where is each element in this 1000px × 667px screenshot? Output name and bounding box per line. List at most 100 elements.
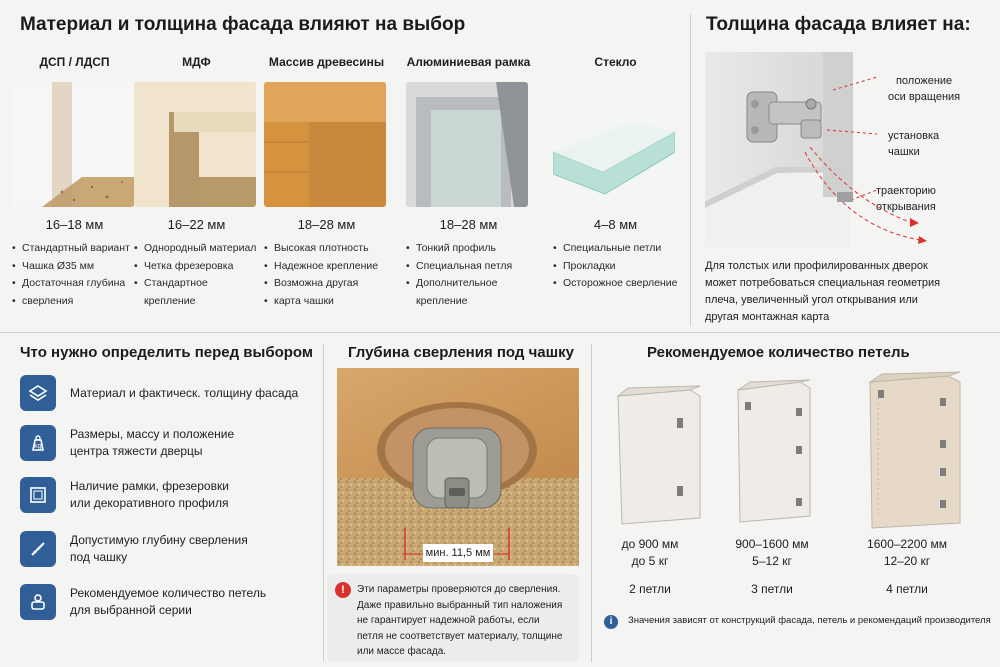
material-bullets: Стандартный вариантЧашка Ø35 ммДостаточн…: [12, 240, 137, 310]
checklist-line: для выбранной серии: [70, 603, 192, 617]
material-thickness: 18–28 мм: [297, 217, 356, 232]
info-note: i Значения зависят от конструкций фасада…: [604, 612, 999, 634]
thickness-note-line: Для толстых или профилированных дверок: [705, 260, 928, 272]
hinge-count: 2 петли: [629, 582, 671, 596]
warning-line: Эти параметры проверяются до сверления.: [357, 584, 561, 595]
material-bullets: Высокая плотностьНадежное креплениеВозмо…: [264, 240, 389, 310]
material-swatch: [134, 82, 256, 207]
material-swatch: [406, 82, 528, 207]
hinges-title: Рекомендуемое количество петель: [647, 344, 910, 361]
warning-box: ! Эти параметры проверяются до сверления…: [327, 574, 579, 662]
warning-line: или массе фасада.: [357, 646, 447, 657]
material-card: МДФ 16–22 мм Однородный материалЧетка фрез…: [134, 55, 259, 310]
label-axis: положение оси вращения: [888, 73, 960, 105]
checklist-text: Материал и фактическ. толщину фасада: [70, 385, 320, 402]
frame-icon: [20, 477, 56, 513]
label-axis-line1: положение: [895, 75, 953, 87]
material-bullet: Стандартный вариант: [12, 240, 137, 258]
material-bullet: Надежное крепление: [264, 258, 389, 276]
drill-icon: [20, 531, 56, 567]
label-cup-line2: чашки: [888, 146, 920, 158]
material-name: Массив древесины: [268, 55, 385, 69]
cabinet-weight: 12–20 кг: [883, 554, 931, 568]
cabinet-spec: 900–1600 мм 5–12 кг 3 петли: [712, 536, 832, 596]
checklist-line: или декоративного профиля: [70, 496, 229, 510]
label-cup-line1: установка: [888, 130, 940, 142]
material-name: МДФ: [182, 55, 211, 69]
material-bullet: Достаточная глубина: [12, 275, 137, 293]
material-bullet: Возможна другая: [264, 275, 389, 293]
info-text: Значения зависят от конструкций фасада, …: [628, 615, 991, 626]
checklist-line: Наличие рамки, фрезеровки: [70, 479, 229, 493]
checklist-line: Материал и фактическ. толщину фасада: [70, 386, 299, 400]
warning-text: Эти параметры проверяются до сверления. …: [357, 582, 577, 660]
checklist-line: центра тяжести дверцы: [70, 444, 203, 458]
cabinet-illustrations: [616, 371, 961, 529]
material-bullet: Специальная петля: [406, 258, 531, 276]
material-bullets: Специальные петлиПрокладкиОсторожное све…: [553, 240, 678, 293]
cabinet-weight: до 5 кг: [631, 554, 669, 568]
thickness-note-line: плеча, увеличенный угол открывания или: [705, 294, 918, 306]
cabinet-size: 900–1600 мм: [735, 537, 809, 551]
materials-title: Материал и толщина фасада влияют на выбо…: [20, 14, 466, 35]
material-bullets: Однородный материалЧетка фрезеровкаСтанд…: [134, 240, 259, 310]
checklist-item: Рекомендуемое количество петель для выбра…: [20, 584, 310, 624]
label-trajectory: траекторию открывания: [876, 183, 936, 215]
material-bullet: Специальные петли: [553, 240, 678, 258]
material-bullets: Тонкий профильСпециальная петляДополните…: [406, 240, 531, 310]
material-bullet: Осторожное сверление: [553, 275, 678, 293]
material-thickness: 16–18 мм: [45, 217, 104, 232]
material-bullet: Стандартное крепление: [134, 275, 259, 310]
checklist-item: Наличие рамки, фрезеровки или декоративно…: [20, 477, 310, 517]
checklist-line: Допустимую глубину сверления: [70, 533, 248, 547]
alert-icon: !: [335, 582, 351, 598]
cabinet-medium: [737, 379, 811, 523]
material-bullet: Чашка Ø35 мм: [12, 258, 137, 276]
checklist-line: Рекомендуемое количество петель: [70, 586, 267, 600]
hinge-icon: [20, 584, 56, 620]
material-bullet: Однородный материал: [134, 240, 259, 258]
material-card: ДСП / ЛДСП 16–18 мм Стандартный вариантЧаш…: [12, 55, 137, 310]
info-icon: i: [604, 615, 618, 629]
checklist-title: Что нужно определить перед выбором: [20, 344, 313, 361]
thickness-note-line: может потребоваться специальная геометри…: [705, 277, 941, 289]
checklist-item: Материал и фактическ. толщину фасада: [20, 375, 310, 415]
label-trajectory-line2: открывания: [876, 201, 936, 213]
hinge-count: 3 петли: [751, 582, 793, 596]
cabinet-large: [868, 371, 961, 529]
layers-icon: [20, 375, 56, 411]
material-bullet: Высокая плотность: [264, 240, 389, 258]
thickness-title: Толщина фасада влияет на:: [706, 14, 971, 35]
thickness-note: Для толстых или профилированных дверок м…: [705, 258, 990, 326]
material-thickness: 16–22 мм: [167, 217, 226, 232]
depth-measure: мин. 11,5 мм: [425, 547, 491, 559]
label-trajectory-line1: траекторию: [876, 185, 936, 197]
label-axis-line2: оси вращения: [888, 91, 961, 103]
hinge-illustration: [705, 52, 927, 247]
drilling-illustration: [337, 368, 579, 566]
svg-text:kg: kg: [34, 443, 42, 450]
divider-horizontal: [0, 332, 1000, 333]
cabinet-weight: 5–12 кг: [752, 554, 792, 568]
material-name: Алюминиевая рамка: [406, 55, 531, 69]
material-swatch: [264, 82, 386, 207]
material-name: ДСП / ЛДСП: [39, 55, 110, 69]
material-bullet: сверления: [12, 293, 137, 311]
material-swatch: [12, 82, 134, 207]
cabinet-size: до 900 мм: [621, 537, 679, 551]
divider-vertical-right: [591, 344, 592, 662]
material-name: Стекло: [594, 55, 637, 69]
material-bullet: Дополнительное крепление: [406, 275, 531, 310]
warning-line: петля не соответствует материалу, толщин…: [357, 630, 563, 642]
material-swatch: [553, 82, 675, 207]
divider-vertical-top: [690, 14, 691, 326]
label-cup: установка чашки: [888, 128, 939, 160]
checklist-text: Рекомендуемое количество петель для выбра…: [70, 585, 320, 619]
material-card: Массив древесины 18–28 мм Высокая плотност…: [264, 55, 389, 310]
